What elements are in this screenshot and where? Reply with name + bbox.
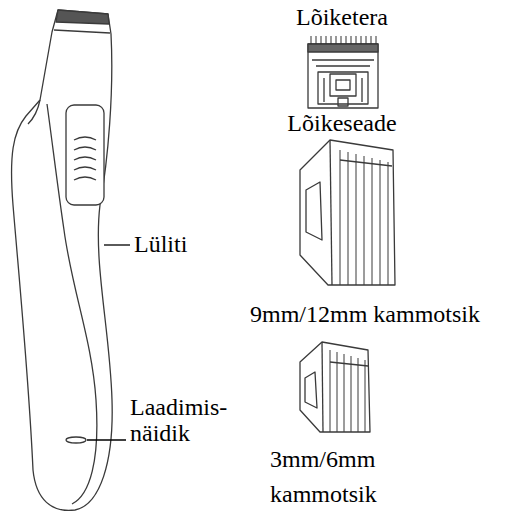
blade-tooth (351, 36, 352, 44)
comb-tooth (344, 354, 345, 432)
part-label: Lõiketera (296, 4, 388, 30)
leader-line (87, 439, 126, 440)
comb-tooth (364, 156, 365, 285)
comb-tooth (388, 162, 389, 285)
comb-tooth (340, 150, 341, 285)
comb-tooth (372, 158, 373, 285)
comb-tooth (365, 360, 366, 432)
part-label: Lüliti (134, 231, 187, 257)
switch-symbol (66, 105, 104, 205)
comb-tooth (330, 350, 331, 432)
switch-ridges (74, 137, 96, 180)
blade-tooth (321, 36, 322, 44)
blade-tooth (361, 36, 362, 44)
cutting-blade (308, 44, 378, 108)
comb-tooth (337, 352, 338, 432)
charge-indicator (66, 437, 86, 443)
blade-tooth (326, 36, 327, 44)
blade-tooth (331, 36, 332, 44)
part-label: Laadimis- näidik (130, 394, 242, 447)
comb-tooth (348, 152, 349, 285)
blade-tooth (356, 36, 357, 44)
blade-tooth (366, 36, 367, 44)
blade-tooth (376, 36, 377, 44)
blade-tooth (316, 36, 317, 44)
blade-tooth (311, 36, 312, 44)
clipper-head-line (54, 30, 110, 33)
blade-tooth (346, 36, 347, 44)
clipper-blade (56, 10, 109, 24)
part-label: 3mm/6mm kammotsik (270, 442, 392, 512)
comb-tooth (356, 154, 357, 285)
clipper-back-edge (28, 100, 40, 124)
comb-small (300, 342, 370, 432)
comb-tooth (358, 358, 359, 432)
blade-tooth (336, 36, 337, 44)
comb-large (300, 140, 395, 285)
part-label: 9mm/12mm kammotsik (250, 301, 480, 327)
comb-tooth (380, 160, 381, 285)
blade-tooth (371, 36, 372, 44)
blade-tooth (341, 36, 342, 44)
part-label: Lõikeseade (287, 110, 396, 136)
leader-line (104, 244, 130, 245)
comb-tooth (351, 356, 352, 432)
clipper-body (12, 10, 113, 510)
